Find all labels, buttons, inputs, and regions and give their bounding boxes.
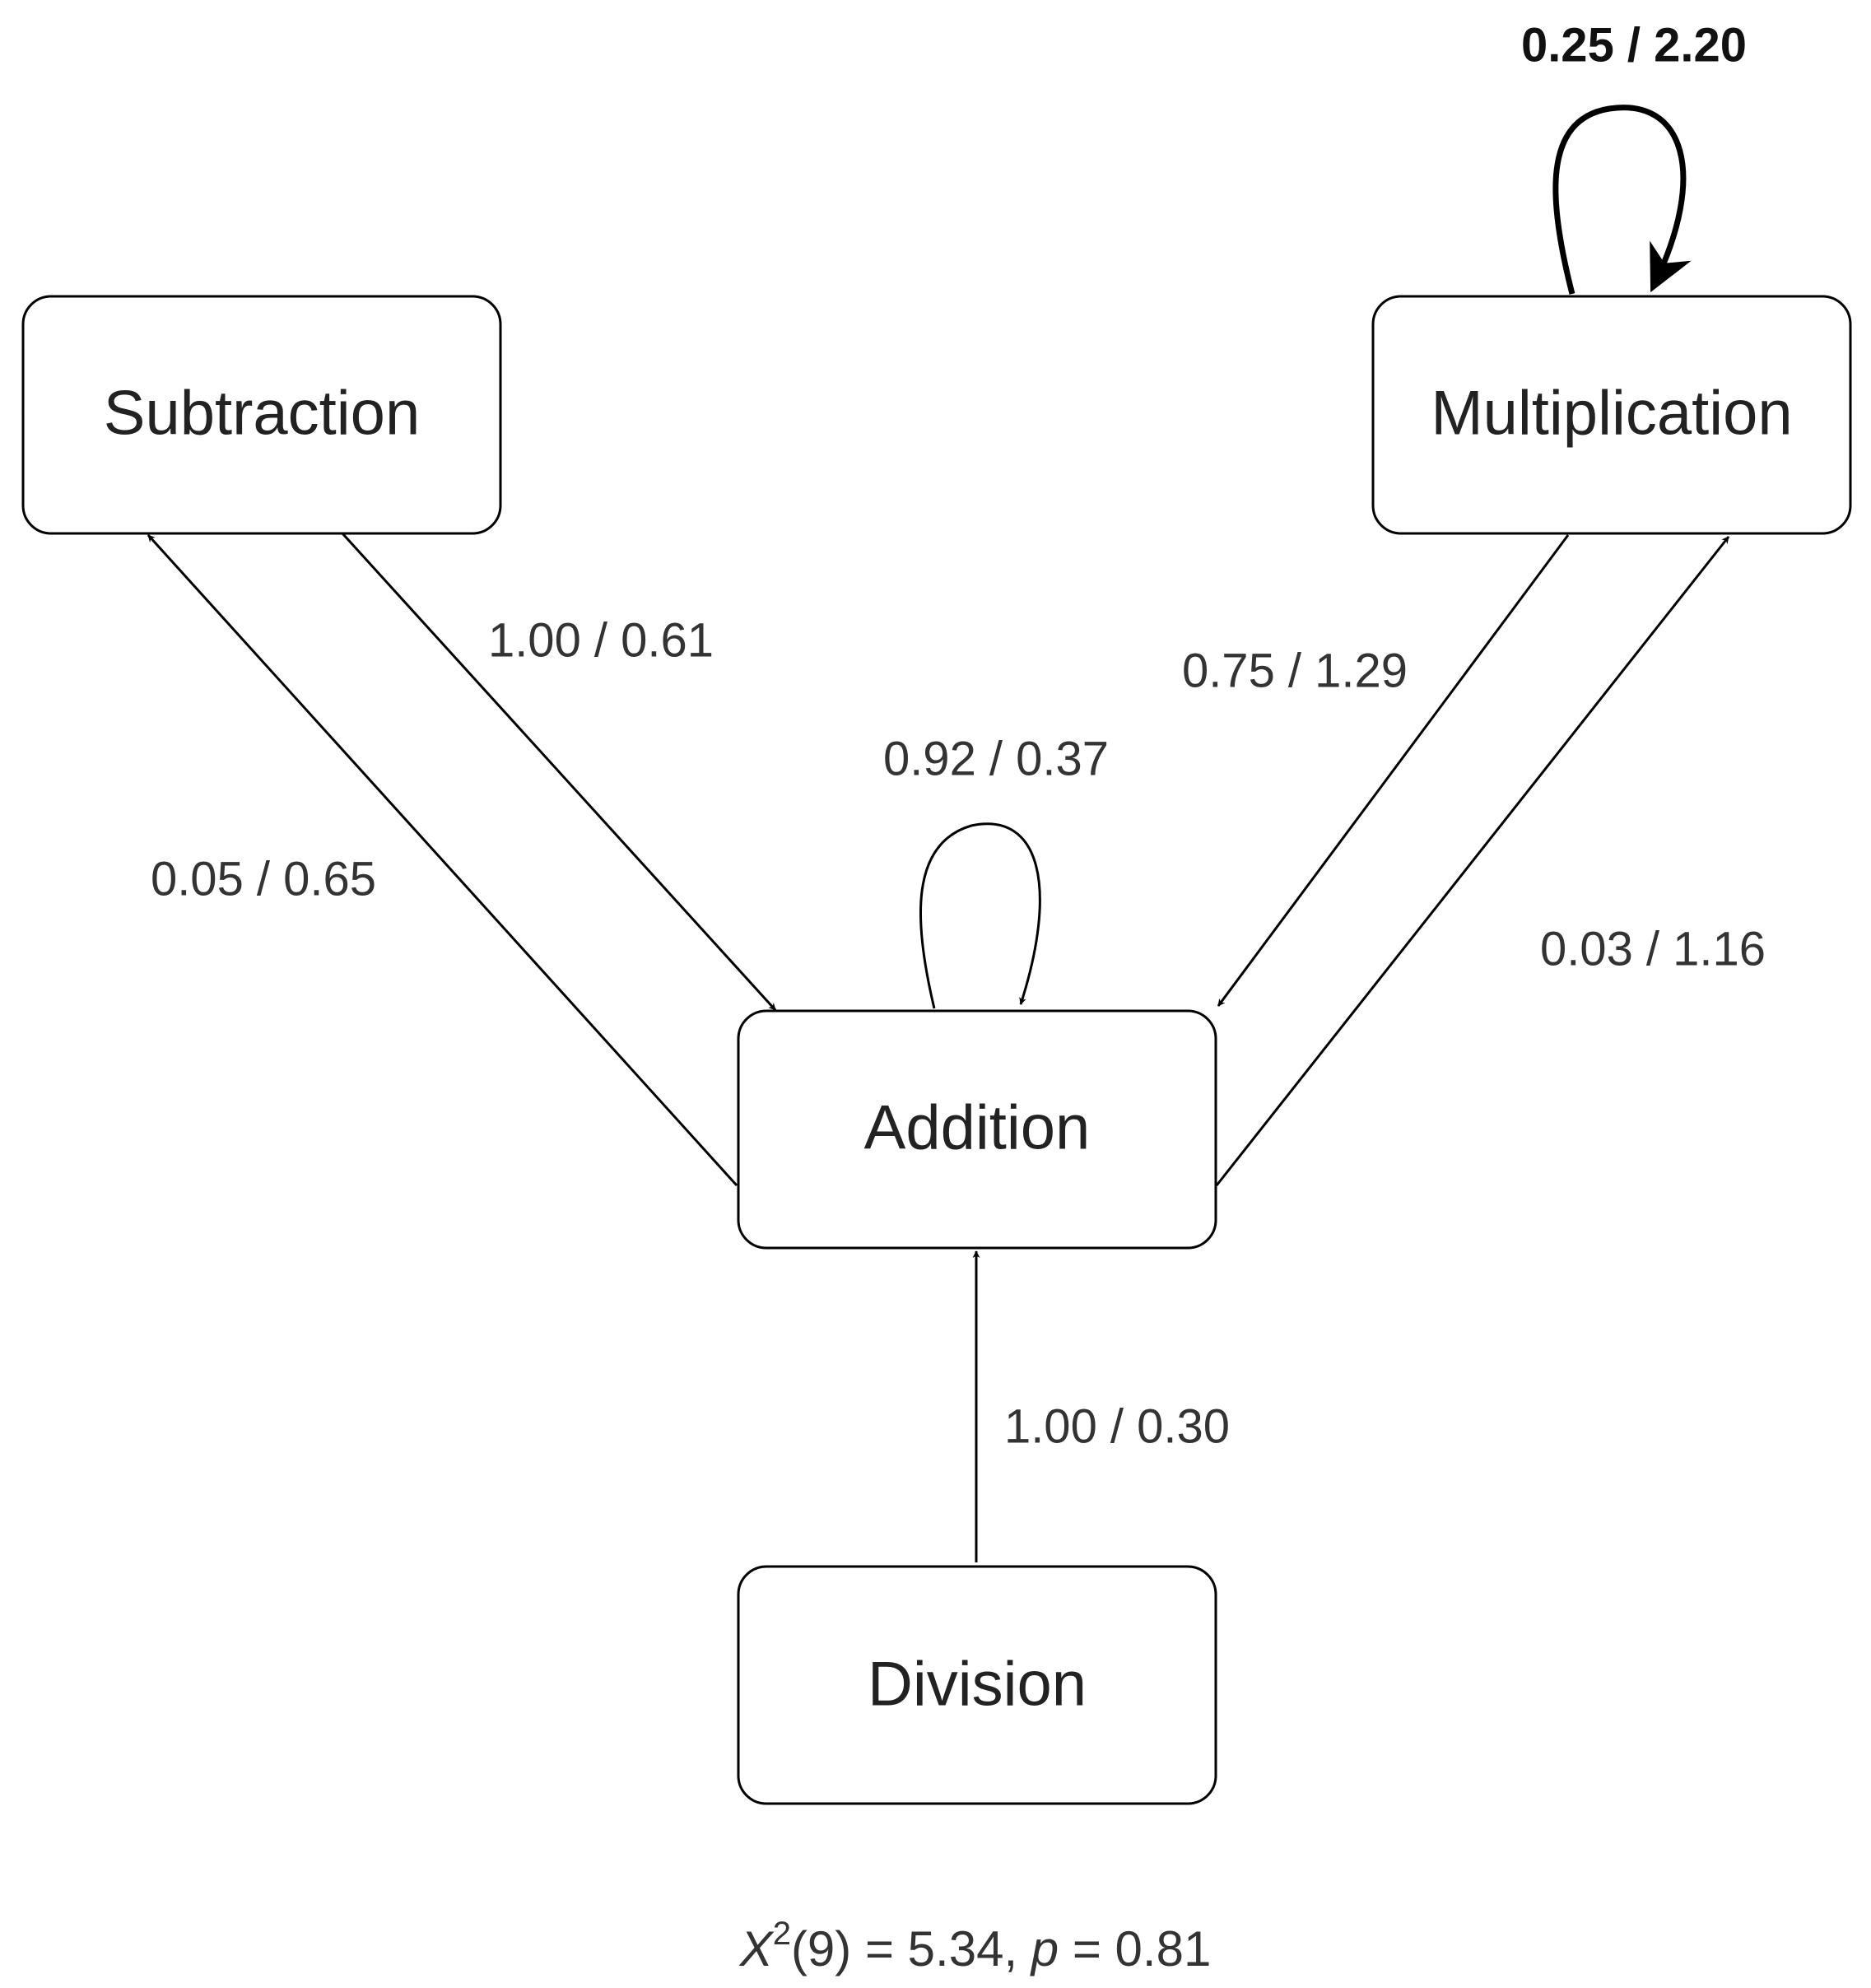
edge-label-multiplication-self: 0.25 / 2.20 (1521, 19, 1747, 72)
edge-multiplication-self-loop (1552, 105, 1692, 295)
edge-addition-to-multiplication (1215, 536, 1730, 1186)
edge-multiplication-to-addition (1217, 534, 1570, 1007)
fit-statistic: X2(9) = 5.34, p = 0.81 (738, 1916, 1212, 1976)
node-division-label: Division (868, 1650, 1087, 1720)
node-subtraction-label: Subtraction (104, 379, 420, 449)
node-division: Division (737, 1565, 1217, 1805)
node-multiplication: Multiplication (1371, 295, 1852, 535)
edge-addition-self-loop (919, 822, 1041, 1009)
edge-label-multiplication-to-addition: 0.75 / 1.29 (1182, 645, 1408, 698)
p-symbol: p (1030, 1921, 1059, 1976)
node-multiplication-label: Multiplication (1431, 379, 1792, 449)
node-addition: Addition (737, 1009, 1217, 1250)
edge-subtraction-to-addition (341, 532, 777, 1012)
node-subtraction: Subtraction (21, 295, 502, 535)
chi-square-superscript: 2 (773, 1916, 791, 1952)
node-addition-label: Addition (864, 1093, 1091, 1163)
p-value: = 0.81 (1059, 1921, 1211, 1976)
edge-label-subtraction-to-addition: 1.00 / 0.61 (488, 614, 714, 668)
edge-label-addition-self: 0.92 / 0.37 (883, 733, 1109, 786)
edge-addition-to-subtraction (147, 533, 738, 1187)
edge-label-addition-to-multiplication: 0.03 / 1.16 (1540, 923, 1766, 976)
chi-square-symbol: X (738, 1921, 775, 1976)
chi-square-value: = 5.34, (851, 1921, 1031, 1976)
degrees-of-freedom: (9) (791, 1921, 851, 1976)
edge-label-addition-to-subtraction: 0.05 / 0.65 (151, 853, 376, 906)
edge-label-division-to-addition: 1.00 / 0.30 (1004, 1400, 1230, 1454)
